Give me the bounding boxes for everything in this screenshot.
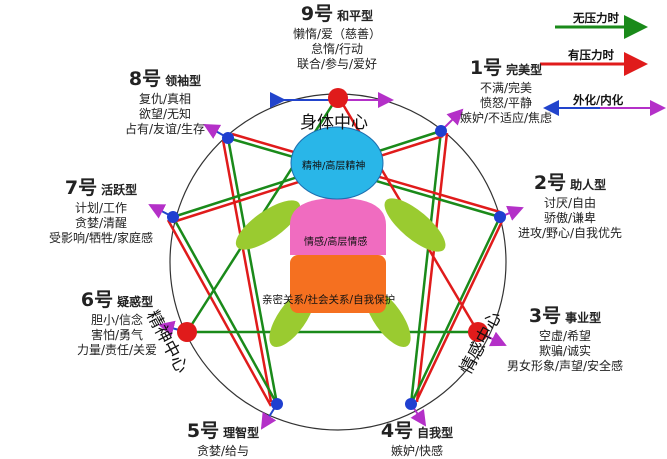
type-trait: 愤怒/平静 <box>479 95 533 110</box>
legend-ext-int: 外化/内化 <box>573 93 624 107</box>
type-name: 事业型 <box>565 311 602 325</box>
figure-right-arm <box>384 198 446 252</box>
type-trait: 男女形象/声望/安全感 <box>506 358 624 373</box>
type-number: 8号 <box>128 68 162 90</box>
type-trait: 力量/责任/关爱 <box>76 342 158 357</box>
type-trait: 嫉妒/不适应/焦虑 <box>459 110 553 125</box>
point-markers <box>167 88 506 410</box>
figure-chest-label: 情感/高层情感 <box>304 237 368 248</box>
type-number: 9号 <box>300 3 334 25</box>
type-name: 理智型 <box>223 426 260 440</box>
hexad-lines <box>166 95 507 407</box>
type-number: 5号 <box>186 420 220 442</box>
type-trait: 计划/工作 <box>74 200 128 215</box>
figure-belly <box>290 255 386 313</box>
type-name: 完美型 <box>506 63 543 77</box>
type-trait: 受影响/牺牲/家庭感 <box>48 230 154 245</box>
legend-stress: 有压力时 <box>568 48 614 62</box>
type-trait: 不满/完美 <box>479 80 533 95</box>
point-9-dot <box>328 88 348 108</box>
point-3-dot <box>468 322 488 342</box>
type-trait: 害怕/勇气 <box>90 327 144 342</box>
type-name: 活跃型 <box>101 183 138 197</box>
type-3-label: 3号事业型 空虚/希望 欺骗/诚实 男女形象/声望/安全感 <box>490 305 640 374</box>
point-7-dot <box>167 211 179 223</box>
figure-head <box>290 126 384 200</box>
type-number: 1号 <box>469 57 503 79</box>
type-trait: 胆小/信念 <box>90 312 144 327</box>
type-trait: 嫉妒/快感 <box>390 443 444 458</box>
type-1-label: 1号完美型 不满/完美 愤怒/平静 嫉妒/不适应/焦虑 <box>442 57 570 126</box>
type-trait: 联合/参与/爱好 <box>296 56 378 71</box>
type-trait: 贪婪/给与 <box>196 443 250 458</box>
legend-no-stress: 无压力时 <box>573 11 619 25</box>
type-number: 3号 <box>528 305 562 327</box>
body-center-label: 身体中心 <box>300 113 368 133</box>
point-2-dot <box>494 211 506 223</box>
type-trait: 空虚/希望 <box>538 328 592 343</box>
type-name: 领袖型 <box>165 74 202 88</box>
type-trait: 复仇/真相 <box>138 91 192 106</box>
type-trait: 欲望/无知 <box>138 106 192 121</box>
type-4-label: 4号自我型 嫉妒/快感 <box>362 420 472 459</box>
figure-chest <box>290 198 386 255</box>
figure-left-arm <box>235 200 301 250</box>
type-number: 2号 <box>533 172 567 194</box>
type-8-label: 8号领袖型 复仇/真相 欲望/无知 占有/友谊/生存 <box>110 68 220 137</box>
type-6-label: 6号疑惑型 胆小/信念 害怕/勇气 力量/责任/关爱 <box>62 289 172 358</box>
type-5-label: 5号理智型 贪婪/给与 <box>168 420 278 459</box>
type-number: 7号 <box>64 177 98 199</box>
type-trait: 进攻/野心/自我优先 <box>517 225 623 240</box>
type-trait: 怠惰/行动 <box>310 41 364 56</box>
type-name: 助人型 <box>570 178 607 192</box>
point-6-dot <box>177 322 197 342</box>
figure-head-label: 精神/高层精神 <box>302 161 366 172</box>
type-trait: 贪婪/清醒 <box>74 215 128 230</box>
type-trait: 占有/友谊/生存 <box>124 121 206 136</box>
point-1-dot <box>435 125 447 137</box>
type-trait: 懒惰/爱（慈善） <box>292 26 382 41</box>
type-number: 6号 <box>80 289 114 311</box>
type-trait: 讨厌/自由 <box>543 195 597 210</box>
point-5-dot <box>271 398 283 410</box>
type-trait: 骄傲/谦卑 <box>543 210 597 225</box>
type-name: 和平型 <box>337 9 374 23</box>
point-4-dot <box>405 398 417 410</box>
type-2-label: 2号助人型 讨厌/自由 骄傲/谦卑 进攻/野心/自我优先 <box>500 172 640 241</box>
type-trait: 欺骗/诚实 <box>538 343 592 358</box>
point-8-dot <box>222 132 234 144</box>
type-number: 4号 <box>380 420 414 442</box>
type-9-label: 9号和平型 懒惰/爱（慈善） 怠惰/行动 联合/参与/爱好 <box>272 3 402 72</box>
human-figure <box>235 126 446 347</box>
type-name: 疑惑型 <box>117 295 154 309</box>
type-name: 自我型 <box>417 426 454 440</box>
figure-belly-label: 亲密关系/社会关系/自我保护 <box>262 294 396 306</box>
type-7-label: 7号活跃型 计划/工作 贪婪/清醒 受影响/牺牲/家庭感 <box>36 177 166 246</box>
